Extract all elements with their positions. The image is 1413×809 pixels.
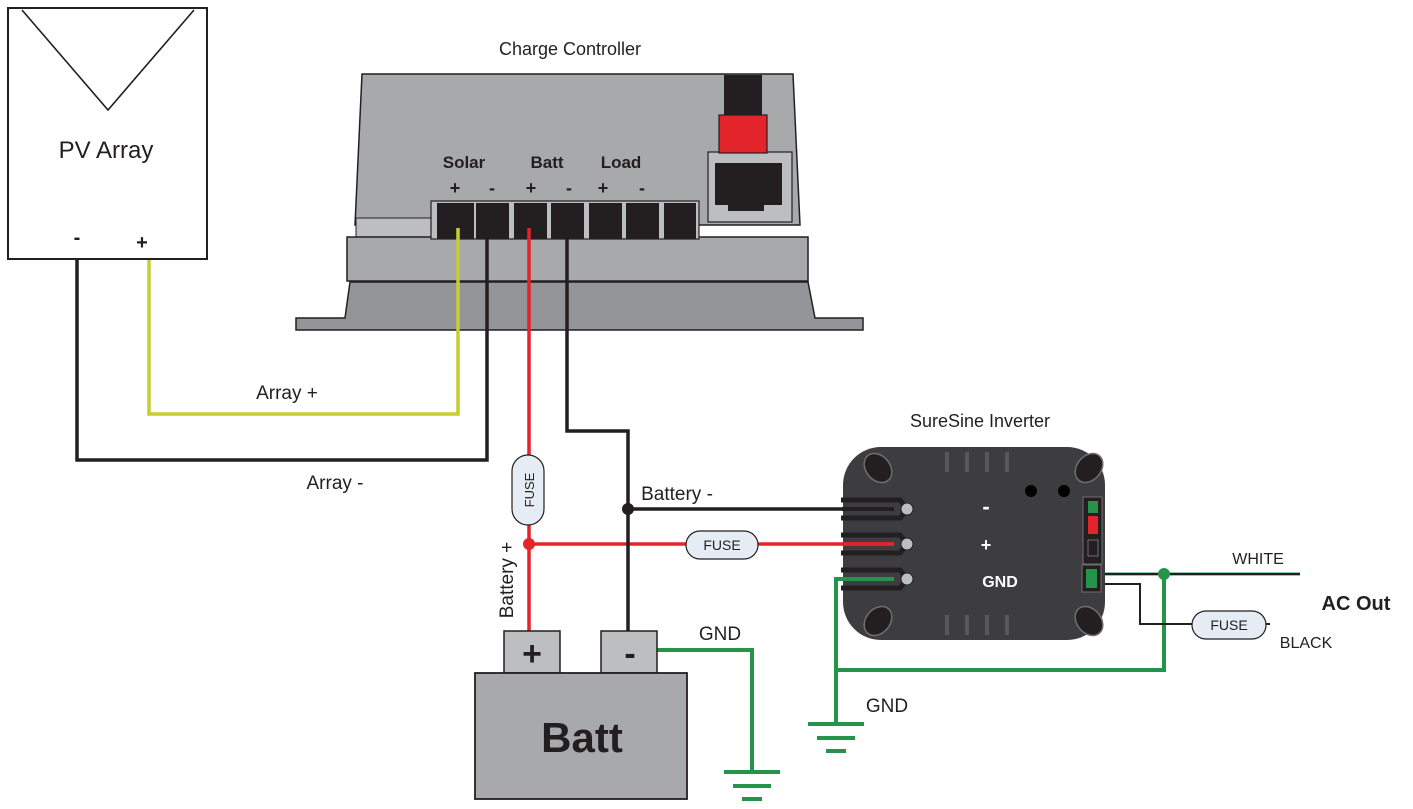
pv-pos-terminal-label: + xyxy=(136,232,148,254)
inverter-neg-label: - xyxy=(982,494,989,519)
inverter-pos-label: + xyxy=(981,535,992,555)
battery-pos-junction xyxy=(523,538,535,550)
ground-junction xyxy=(1158,568,1170,580)
rj-plug xyxy=(718,114,768,154)
batt-neg-label: - xyxy=(566,178,572,198)
charge-controller: Charge Controller Solar Batt Load + - + … xyxy=(295,39,864,331)
inverter-gnd-label: GND xyxy=(982,574,1018,591)
fuse-inverter-pos: FUSE xyxy=(685,530,759,560)
ac-black-label: BLACK xyxy=(1280,635,1333,652)
load-group-label: Load xyxy=(601,153,642,172)
system-gnd-label: GND xyxy=(866,696,908,717)
fuse-label: FUSE xyxy=(1210,617,1247,633)
fuse-ac-black: FUSE xyxy=(1191,610,1267,640)
load-neg-label: - xyxy=(639,178,645,198)
battery-gnd-label: GND xyxy=(699,624,741,645)
battery: + - Batt xyxy=(474,630,688,800)
fuse-label: FUSE xyxy=(522,472,537,507)
pv-neg-terminal-label: - xyxy=(74,227,81,249)
solar-group-label: Solar xyxy=(443,153,486,172)
array-neg-wire-label: Array - xyxy=(307,473,364,494)
array-pos-wire-label: Array + xyxy=(256,383,318,404)
battery-pos-sign: + xyxy=(522,635,542,673)
solar-pos-label: + xyxy=(450,178,461,198)
batt-group-label: Batt xyxy=(530,153,563,172)
ac-out-title: AC Out xyxy=(1322,593,1391,615)
battery-neg-wire-label: Battery - xyxy=(641,484,713,505)
wires xyxy=(75,228,1300,772)
charge-controller-title: Charge Controller xyxy=(499,39,641,59)
fuse-battery-pos: FUSE xyxy=(511,454,545,526)
batt-pos-label: + xyxy=(526,178,537,198)
solar-neg-label: - xyxy=(489,178,495,198)
battery-title: Batt xyxy=(541,714,623,761)
ground-symbol-battery xyxy=(724,770,780,801)
battery-neg-junction xyxy=(622,503,634,515)
battery-neg-sign: - xyxy=(624,635,635,673)
inverter-title: SureSine Inverter xyxy=(910,411,1050,431)
fuse-label: FUSE xyxy=(703,537,740,553)
ac-white-label: WHITE xyxy=(1232,551,1284,568)
battery-neg-terminal xyxy=(600,630,658,674)
suresine-inverter: SureSine Inverter xyxy=(841,411,1105,640)
ac-output: WHITE BLACK AC Out xyxy=(1232,551,1391,652)
load-pos-label: + xyxy=(598,178,609,198)
pv-array: PV Array - + xyxy=(7,7,208,260)
ground-symbol-inverter xyxy=(808,722,864,753)
battery-pos-wire-label: Battery + xyxy=(497,542,518,619)
rj-cable xyxy=(724,75,762,117)
battery-pos-terminal xyxy=(503,630,561,674)
pv-array-title: PV Array xyxy=(59,137,154,164)
